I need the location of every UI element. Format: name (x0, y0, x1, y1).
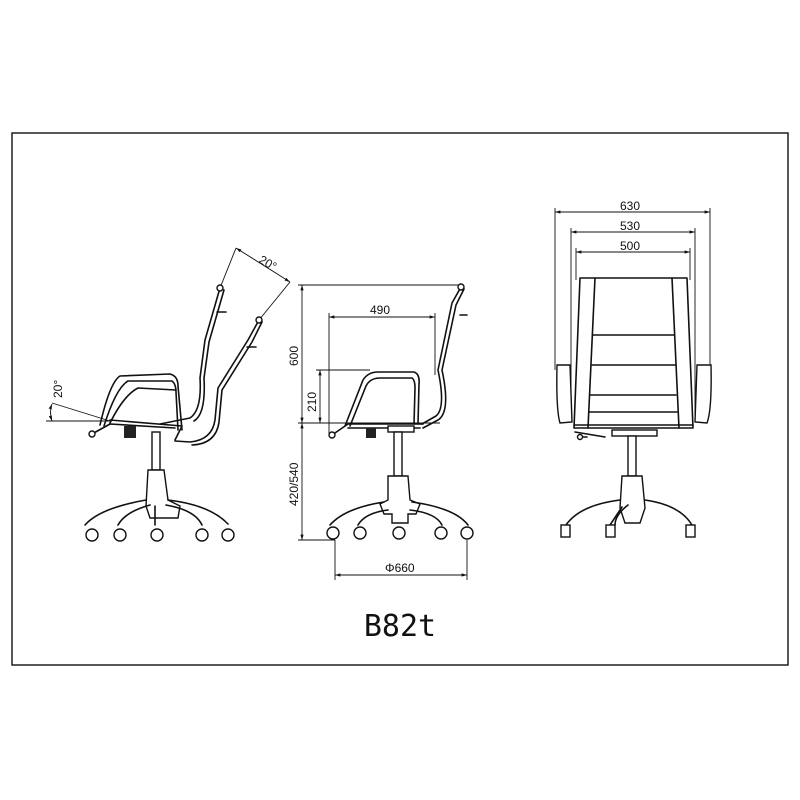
side-view: 600 210 420/540 490 Φ660 (287, 283, 474, 580)
armrest-height-label: 210 (305, 392, 319, 412)
back-height-label: 600 (287, 346, 301, 366)
front-view: 630 530 500 (554, 199, 712, 538)
back-tilt-angle-label: 20° (257, 252, 280, 273)
seat-width-label: 500 (620, 239, 640, 253)
overall-width-label: 630 (620, 199, 640, 213)
side-view-tilted: 20° 20° (46, 247, 291, 542)
seat-depth-label: 490 (370, 303, 390, 317)
drawing-frame (11, 132, 789, 666)
seat-height-label: 420/540 (287, 462, 301, 506)
model-title: B82t (364, 609, 436, 644)
base-diameter-label: Φ660 (385, 561, 415, 575)
seat-tilt-angle-label: 20° (51, 380, 65, 398)
arm-width-label: 530 (620, 219, 640, 233)
